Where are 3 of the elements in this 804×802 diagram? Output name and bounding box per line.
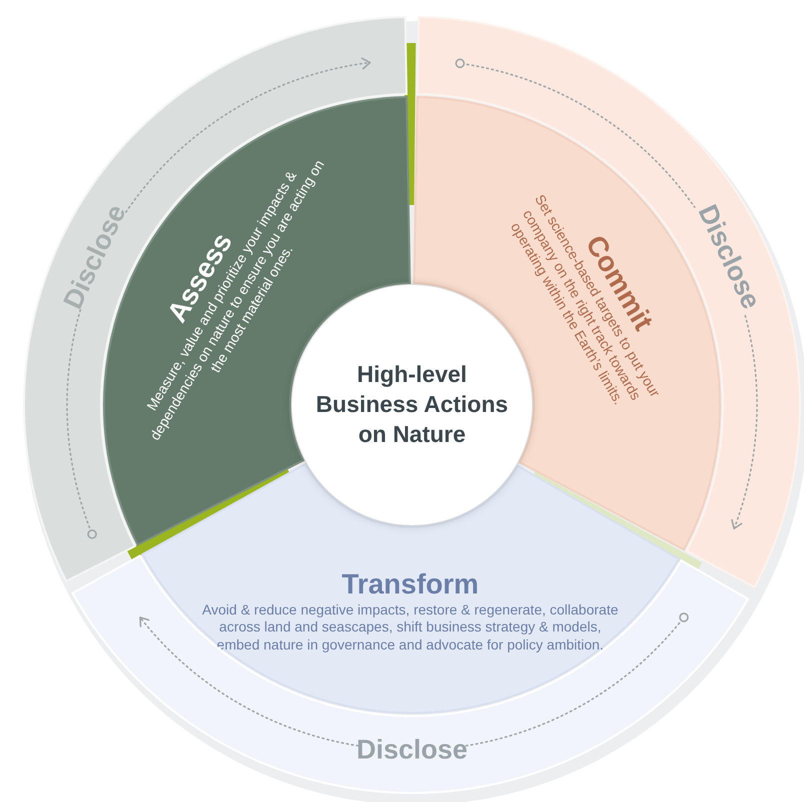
band-label: Disclose: [356, 736, 468, 764]
sector-description: Avoid & reduce negative impacts, restore & regenerate, collaborate across land and seascapes, shift business strategy & models, embed nature in governance and advocate for policy ambition.: [201, 601, 620, 654]
sector-title: Transform: [342, 567, 479, 602]
